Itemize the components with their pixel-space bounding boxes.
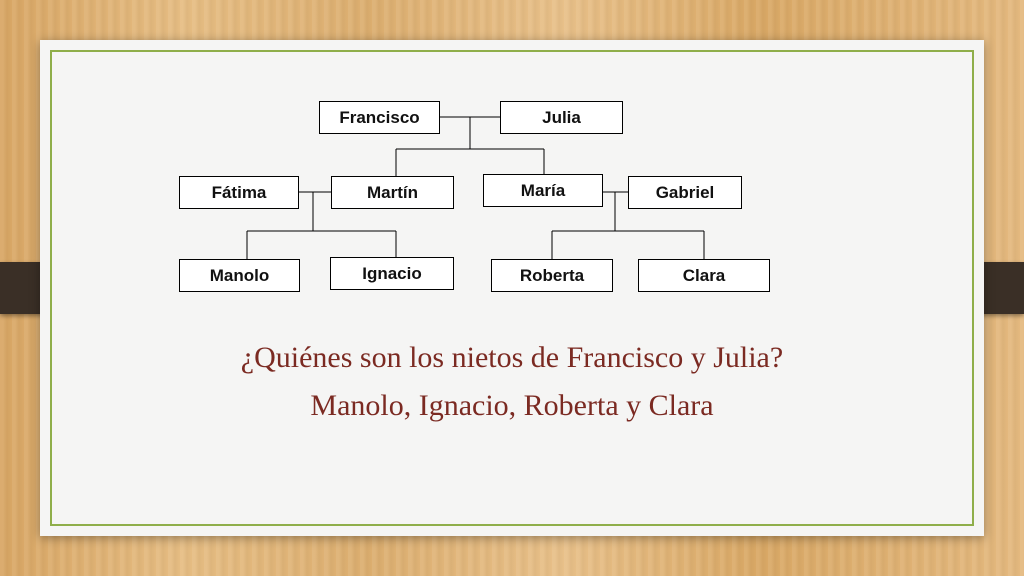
node-clara: Clara: [638, 259, 770, 292]
slide-frame: [50, 50, 974, 526]
answer-text: Manolo, Ignacio, Roberta y Clara: [310, 389, 714, 422]
node-ignacio: Ignacio: [330, 257, 454, 290]
node-manolo: Manolo: [179, 259, 300, 292]
question-text: ¿Quiénes son los nietos de Francisco y J…: [240, 341, 784, 374]
node-francisco: Francisco: [319, 101, 440, 134]
node-gabriel: Gabriel: [628, 176, 742, 209]
node-roberta: Roberta: [491, 259, 613, 292]
node-martin: Martín: [331, 176, 454, 209]
node-fatima: Fátima: [179, 176, 299, 209]
node-maria: María: [483, 174, 603, 207]
node-julia: Julia: [500, 101, 623, 134]
